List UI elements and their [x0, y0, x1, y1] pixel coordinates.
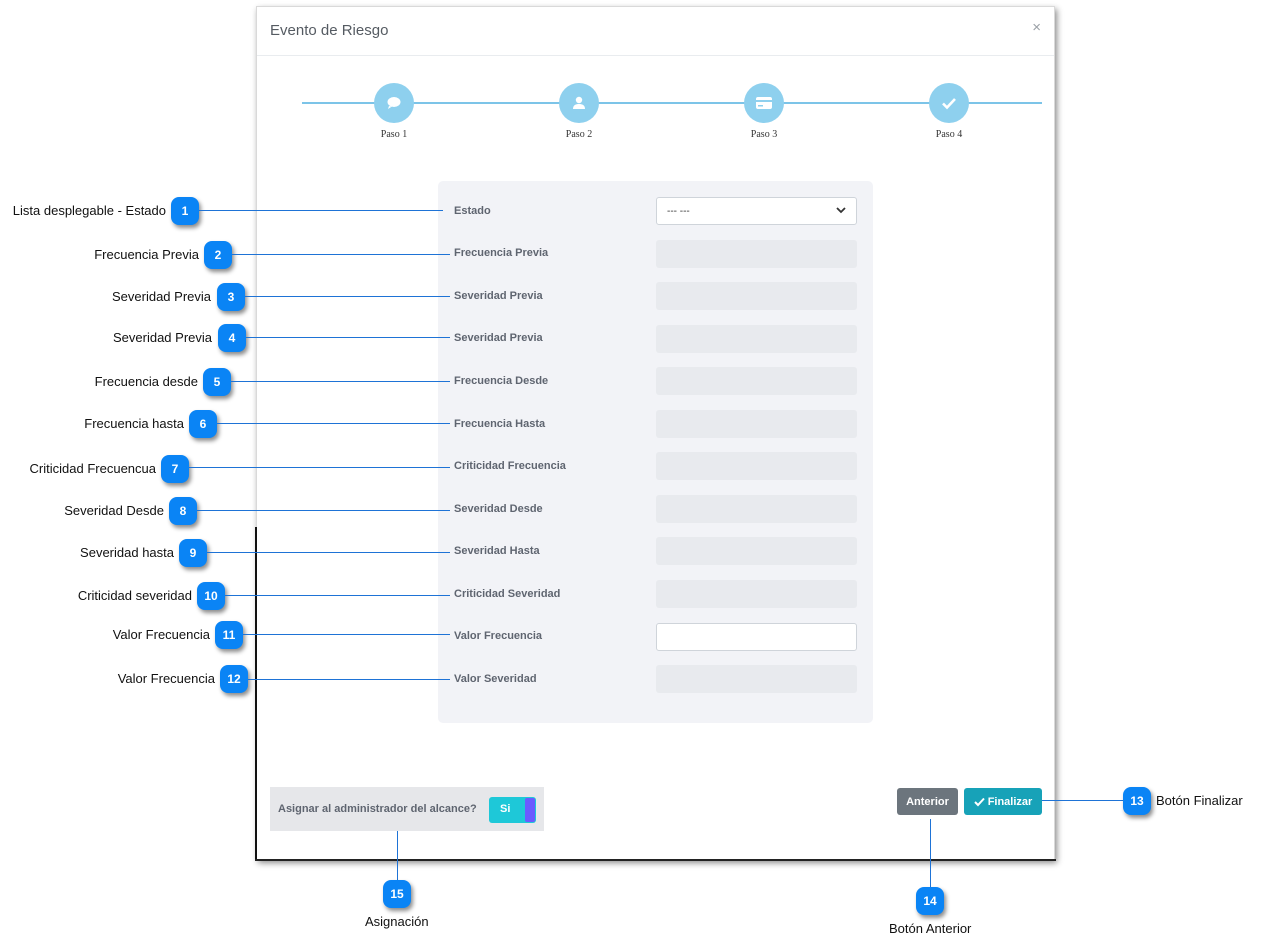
annotation-text: Valor Frecuencia	[112, 627, 210, 642]
severidad-hasta-field[interactable]	[656, 537, 857, 565]
annotation-text: Valor Frecuencia	[117, 671, 215, 686]
annotation-text: Lista desplegable - Estado	[12, 203, 166, 218]
annotation-badge: 5	[203, 368, 231, 396]
step-2[interactable]: Paso 2	[559, 83, 599, 140]
severidad-hasta-label: Severidad Hasta	[454, 545, 540, 557]
annotation-badge: 14	[916, 887, 944, 915]
assign-admin-panel: Asignar al administrador del alcance? Si	[270, 787, 544, 831]
step-label: Paso 4	[935, 129, 963, 140]
step-3[interactable]: Paso 3	[744, 83, 784, 140]
annotation-text: Frecuencia desde	[94, 374, 198, 389]
annotation-badge: 7	[161, 455, 189, 483]
annotation-line	[207, 552, 450, 553]
criticidad-frecuencia-field[interactable]	[656, 452, 857, 480]
annotation-line	[243, 634, 450, 635]
annotation-line	[231, 381, 450, 382]
step-1[interactable]: Paso 1	[374, 83, 414, 140]
annotation-badge: 2	[204, 241, 232, 269]
valor-severidad-label: Valor Severidad	[454, 673, 537, 685]
valor-frecuencia-input[interactable]	[656, 623, 857, 651]
annotation-text: Severidad Previa	[112, 289, 211, 304]
annotation-badge: 13	[1123, 787, 1151, 815]
annotation-badge: 15	[383, 880, 411, 908]
criticidad-severidad-label: Criticidad Severidad	[454, 588, 561, 600]
toggle-label: Si	[500, 803, 511, 815]
valor-frecuencia-label: Valor Frecuencia	[454, 630, 543, 642]
annotation-line	[197, 510, 450, 511]
annotation-text: Frecuencia hasta	[84, 416, 184, 431]
severidad-previa-field[interactable]	[656, 282, 857, 310]
annotation-text: Criticidad Frecuencua	[29, 461, 156, 476]
severidad-desde-label: Severidad Desde	[454, 503, 543, 515]
annotation-text: Asignación	[365, 914, 429, 929]
annotation-line	[1042, 800, 1123, 801]
annotation-text: Severidad Desde	[64, 503, 164, 518]
estado-label: Estado	[454, 205, 491, 217]
criticidad-frecuencia-label: Criticidad Frecuencia	[454, 460, 566, 472]
anterior-button[interactable]: Anterior	[897, 788, 958, 815]
annotation-badge: 8	[169, 497, 197, 525]
annotation-line	[225, 595, 450, 596]
stepper-line	[302, 102, 1042, 104]
close-icon[interactable]: ×	[1032, 19, 1041, 36]
annotation-line	[189, 467, 450, 468]
annotation-text: Severidad Previa	[113, 330, 212, 345]
chevron-down-icon	[836, 206, 846, 217]
step-label: Paso 2	[565, 129, 593, 140]
annotation-text: Frecuencia Previa	[94, 247, 199, 262]
severidad-previa-label: Severidad Previa	[454, 290, 543, 302]
severidad-previa-field-2[interactable]	[656, 325, 857, 353]
annotation-badge: 1	[171, 197, 199, 225]
annotation-line	[217, 423, 450, 424]
annotation-badge: 9	[179, 539, 207, 567]
step-label: Paso 1	[380, 129, 408, 140]
frecuencia-hasta-field[interactable]	[656, 410, 857, 438]
frecuencia-desde-field[interactable]	[656, 367, 857, 395]
annotation-badge: 10	[197, 582, 225, 610]
annotation-line	[930, 819, 931, 887]
modal-title: Evento de Riesgo	[270, 22, 389, 39]
annotation-badge: 3	[217, 283, 245, 311]
criticidad-severidad-field[interactable]	[656, 580, 857, 608]
assign-admin-toggle[interactable]: Si	[489, 797, 536, 823]
annotation-badge: 6	[189, 410, 217, 438]
annotation-line	[245, 296, 450, 297]
frecuencia-previa-label: Frecuencia Previa	[454, 247, 549, 259]
finalizar-button[interactable]: Finalizar	[964, 788, 1042, 815]
annotation-text: Severidad hasta	[80, 545, 174, 560]
annotation-badge: 12	[220, 665, 248, 693]
modal-border	[255, 859, 1056, 861]
annotation-line	[397, 831, 398, 880]
annotation-text: Criticidad severidad	[77, 588, 192, 603]
assign-admin-label: Asignar al administrador del alcance?	[278, 803, 477, 815]
estado-select[interactable]: --- ---	[656, 197, 857, 225]
modal-border	[255, 527, 257, 861]
user-icon	[559, 83, 599, 123]
toggle-knob	[525, 798, 535, 822]
check-icon	[973, 797, 985, 807]
annotation-line	[232, 254, 450, 255]
annotation-line	[199, 210, 443, 211]
annotation-text: Botón Anterior	[889, 921, 972, 936]
severidad-previa-label-2: Severidad Previa	[454, 332, 543, 344]
modal-header: Evento de Riesgo ×	[257, 7, 1054, 56]
comment-icon	[374, 83, 414, 123]
annotation-text: Botón Finalizar	[1156, 793, 1243, 808]
frecuencia-hasta-label: Frecuencia Hasta	[454, 418, 546, 430]
frecuencia-desde-label: Frecuencia Desde	[454, 375, 549, 387]
severidad-desde-field[interactable]	[656, 495, 857, 523]
annotation-badge: 4	[218, 324, 246, 352]
step-label: Paso 3	[750, 129, 778, 140]
check-icon	[929, 83, 969, 123]
valor-severidad-field[interactable]	[656, 665, 857, 693]
step-4[interactable]: Paso 4	[929, 83, 969, 140]
annotation-line	[248, 679, 450, 680]
annotation-badge: 11	[215, 621, 243, 649]
annotation-line	[246, 337, 450, 338]
frecuencia-previa-field[interactable]	[656, 240, 857, 268]
finalizar-label: Finalizar	[987, 795, 1033, 808]
credit-card-icon	[744, 83, 784, 123]
estado-select-value: --- ---	[667, 205, 690, 217]
